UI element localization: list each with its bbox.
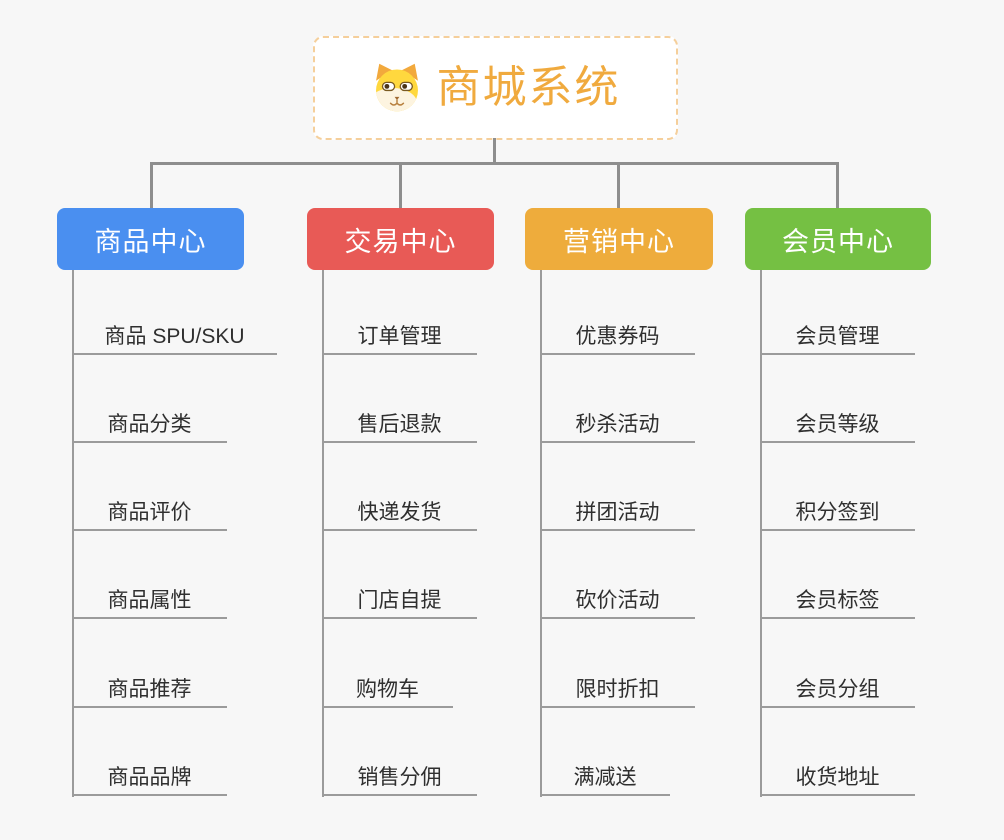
connector-rail [150,162,839,165]
leaf-node[interactable]: 购物车 [322,674,453,708]
branch-marketing-center: 营销中心 优惠券码 秒杀活动 拼团活动 砍价活动 限时折扣 满减送 [525,208,785,808]
branch-trunk [760,270,762,797]
branch-header-trade-center[interactable]: 交易中心 [307,208,494,270]
leaf-node[interactable]: 会员管理 [760,321,915,355]
connector-drop-product [150,162,153,208]
connector-drop-marketing [617,162,620,208]
leaf-node[interactable]: 收货地址 [760,762,915,796]
leaf-node[interactable]: 门店自提 [322,585,477,619]
leaf-node[interactable]: 商品推荐 [72,674,227,708]
branch-trade-center: 交易中心 订单管理 售后退款 快递发货 门店自提 购物车 销售分佣 [307,208,567,808]
leaf-node[interactable]: 商品分类 [72,409,227,443]
leaf-node[interactable]: 商品 SPU/SKU [72,321,277,355]
leaf-node[interactable]: 会员等级 [760,409,915,443]
branch-trunk [322,270,324,797]
leaf-node[interactable]: 砍价活动 [540,585,695,619]
leaf-node[interactable]: 销售分佣 [322,762,477,796]
branch-member-center: 会员中心 会员管理 会员等级 积分签到 会员标签 会员分组 收货地址 [745,208,1004,808]
leaf-node[interactable]: 商品评价 [72,497,227,531]
leaf-node[interactable]: 拼团活动 [540,497,695,531]
branch-header-member-center[interactable]: 会员中心 [745,208,931,270]
branch-header-marketing-center[interactable]: 营销中心 [525,208,713,270]
branch-header-product-center[interactable]: 商品中心 [57,208,244,270]
leaf-node[interactable]: 售后退款 [322,409,477,443]
connector-root-stub [493,138,496,164]
leaf-node[interactable]: 商品品牌 [72,762,227,796]
leaf-node[interactable]: 会员标签 [760,585,915,619]
leaf-node[interactable]: 订单管理 [322,321,477,355]
root-node[interactable]: 商城系统 [313,36,678,140]
branch-product-center: 商品中心 商品 SPU/SKU 商品分类 商品评价 商品属性 商品推荐 商品品牌 [57,208,317,808]
leaf-node[interactable]: 快递发货 [322,497,477,531]
leaf-node[interactable]: 会员分组 [760,674,915,708]
connector-drop-trade [399,162,402,208]
dog-face-icon [375,63,418,112]
branch-trunk [72,270,74,797]
leaf-node[interactable]: 商品属性 [72,585,227,619]
branch-trunk [540,270,542,797]
leaf-node[interactable]: 优惠券码 [540,321,695,355]
leaf-node[interactable]: 积分签到 [760,497,915,531]
connector-drop-member [836,162,839,208]
leaf-node[interactable]: 满减送 [540,762,670,796]
leaf-node[interactable]: 限时折扣 [540,674,695,708]
leaf-node[interactable]: 秒杀活动 [540,409,695,443]
root-title: 商城系统 [436,63,621,112]
